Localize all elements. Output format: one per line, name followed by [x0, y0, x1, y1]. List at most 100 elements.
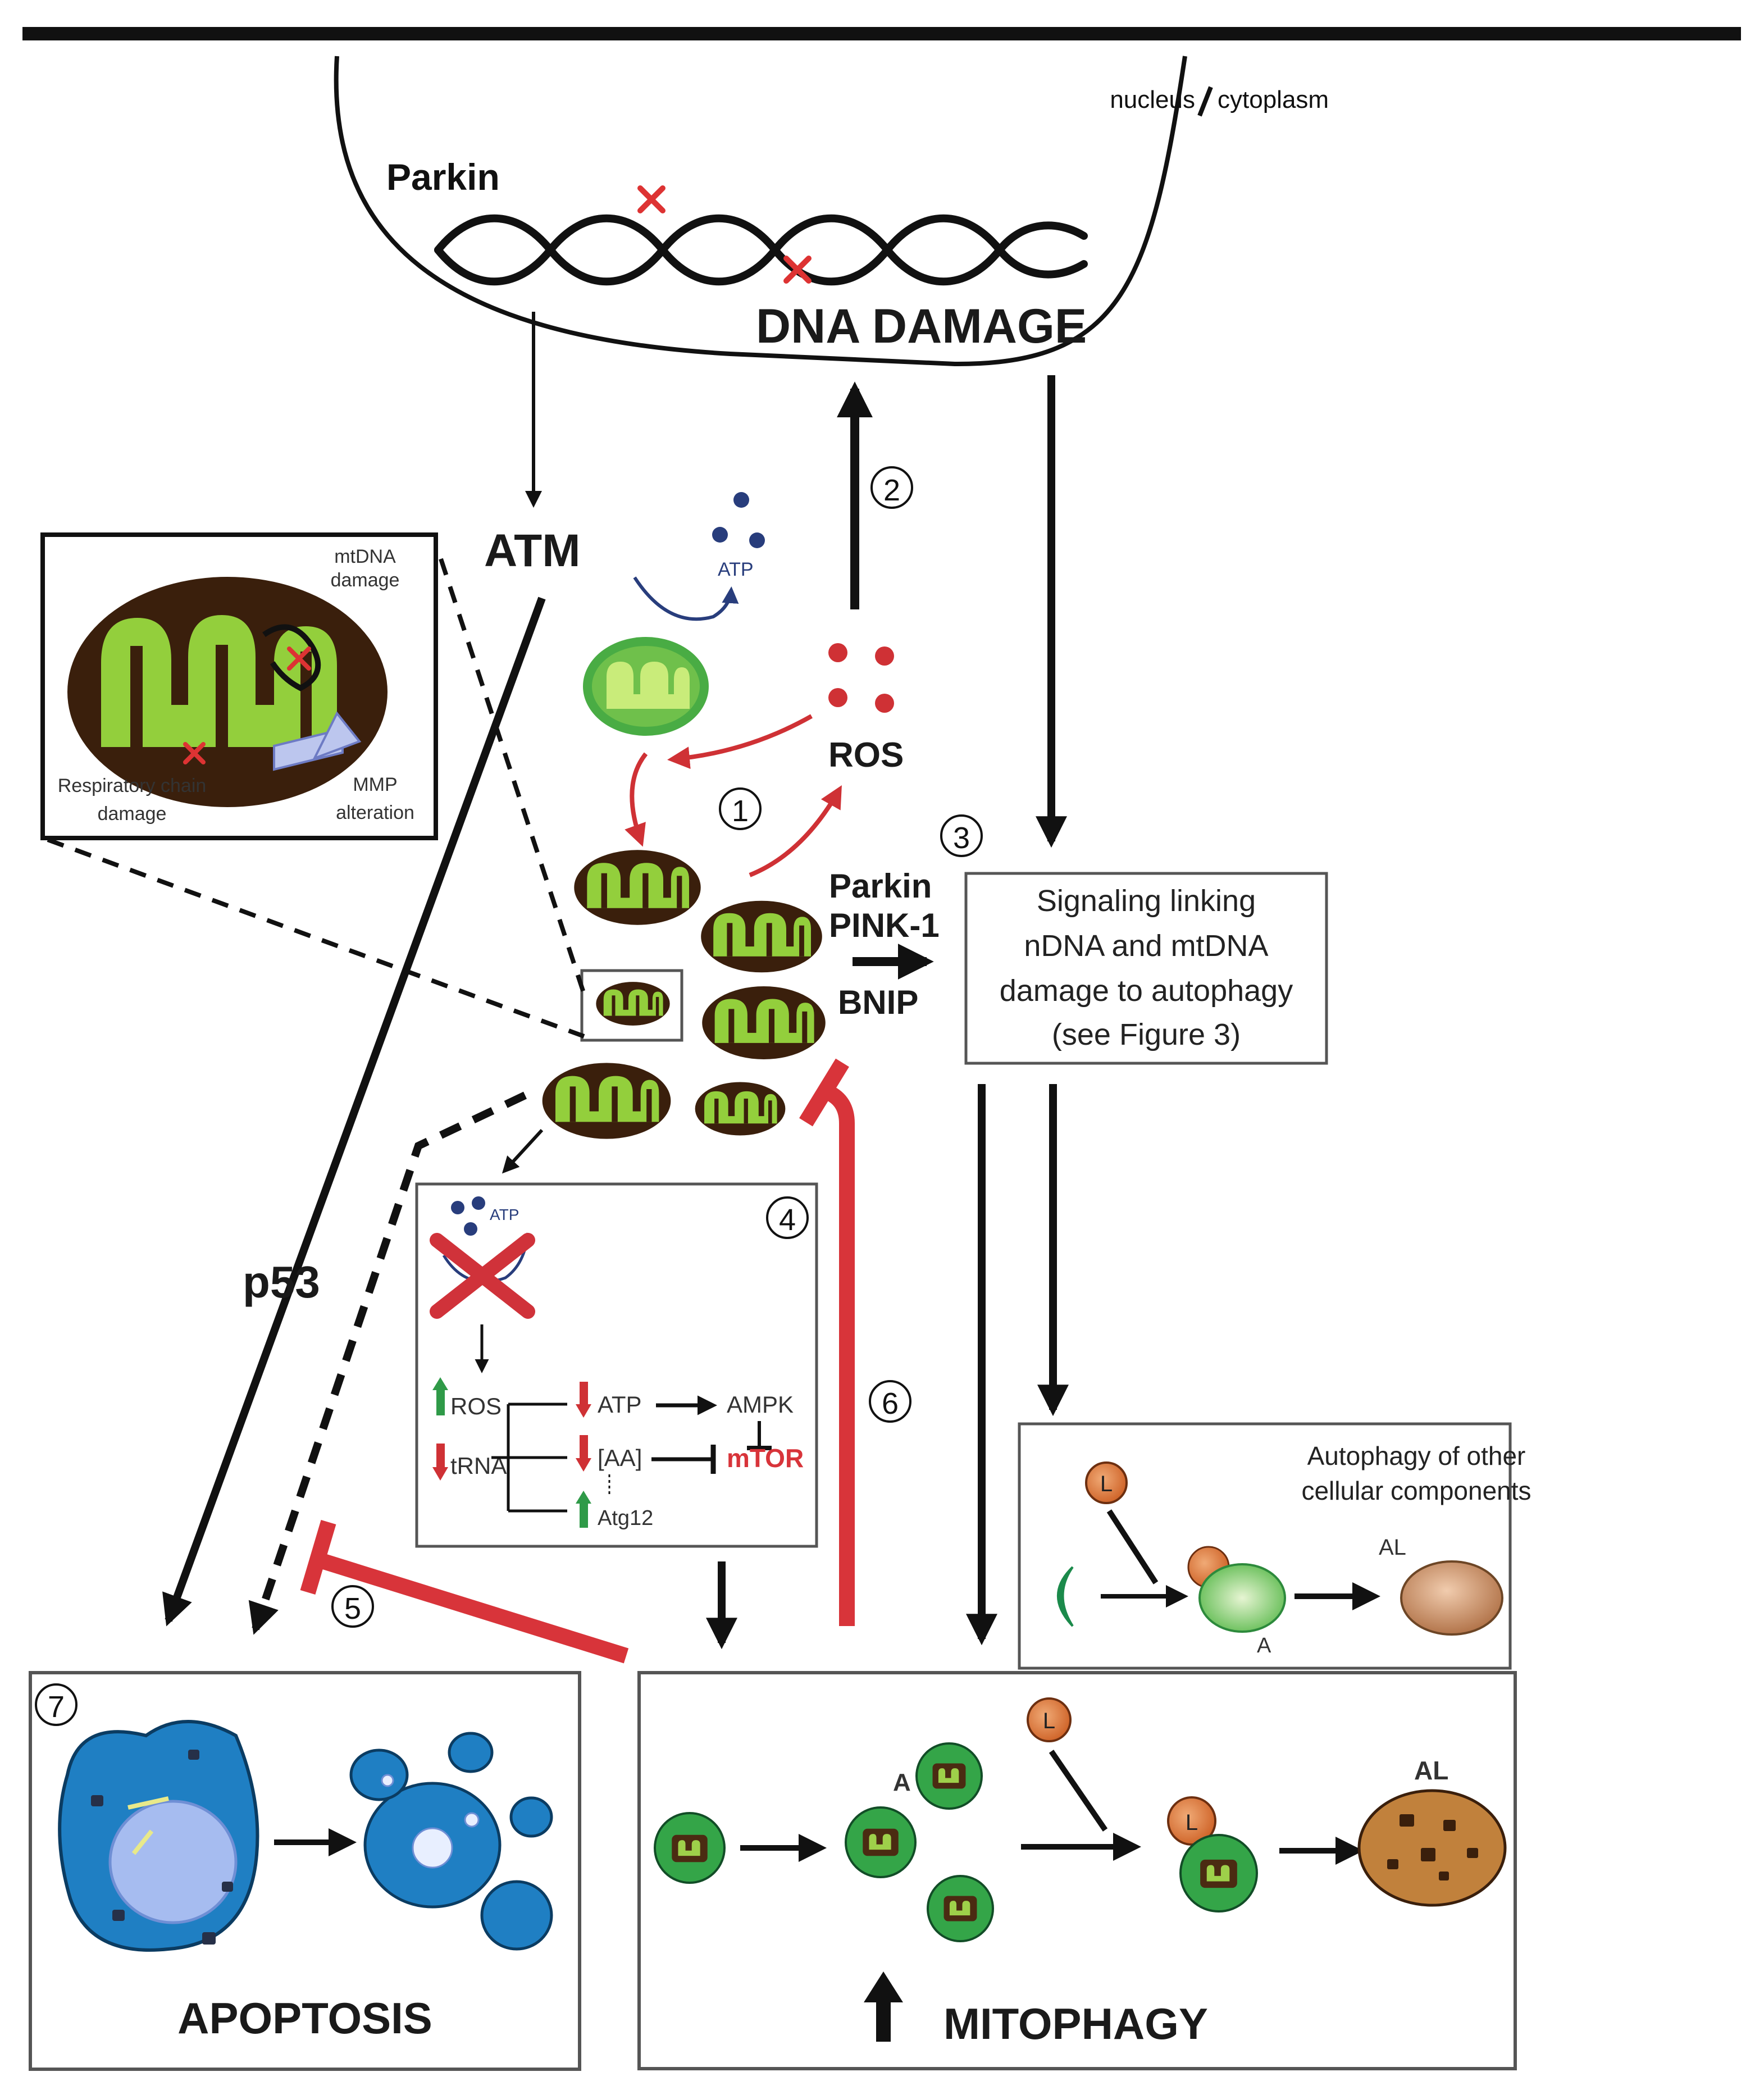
mitophagy-lysosome-fusion-line	[1049, 1750, 1108, 1832]
mitophagy-lysosome-2-icon	[1167, 1796, 1216, 1846]
autophagosome-1-icon	[915, 1742, 983, 1810]
fusing-autophagosome-icon	[1179, 1834, 1258, 1913]
box4-atg12-label: Atg12	[598, 1506, 653, 1530]
box4-atp2-label: ATP	[598, 1391, 642, 1418]
mitophagy-lysosome-1-icon	[1027, 1697, 1072, 1742]
mitophagy-lysosome-2-label: L	[1186, 1810, 1198, 1835]
cytoplasm-label: cytoplasm	[1218, 86, 1329, 113]
mmp-label-1: MMP	[353, 774, 397, 795]
tagged-mitochondrion-icon	[654, 1812, 726, 1884]
nuclear-parkin-label: Parkin	[386, 156, 500, 198]
atg12-up-arrow	[580, 1501, 588, 1528]
mitophagy-inhibits-mito-damage-line	[824, 1085, 855, 1626]
ampk-label: AMPK	[727, 1391, 794, 1418]
step-7-label: 7	[48, 1690, 65, 1724]
mitophagy-label: MITOPHAGY	[943, 1999, 1208, 2048]
step-7-circle	[35, 1683, 78, 1726]
atp-molecule-dots	[712, 492, 765, 548]
mmp-label-2: alteration	[336, 802, 414, 823]
dna-break-mark-2	[783, 256, 812, 284]
mitophagy-inhibits-apoptosis-bar	[300, 1520, 336, 1595]
step-1-circle	[719, 787, 762, 830]
mito-to-apoptosis-dashed-arrow	[248, 1091, 527, 1635]
step-5-circle	[331, 1585, 374, 1628]
damaged-mitochondrion-4	[596, 982, 670, 1026]
box4-branch-lines	[491, 1403, 567, 1513]
atp-label: ATP	[718, 559, 754, 580]
dna-double-helix	[434, 214, 1088, 286]
mtdna-damage-label-2: damage	[331, 570, 400, 591]
signaling-line-1: Signaling linking	[1037, 884, 1256, 918]
apoptotic-bodies-vesicles	[381, 1774, 480, 1869]
nucleus-cytoplasm-divider	[1197, 86, 1213, 117]
signaling-box	[964, 872, 1328, 1065]
step-5-label: 5	[344, 1592, 361, 1625]
step-2-circle	[870, 466, 913, 509]
mito-to-box4-arrow	[502, 1128, 544, 1174]
atp-down-arrow-head	[576, 1404, 591, 1418]
damaged-mitochondrion-3	[702, 986, 826, 1059]
atp-down-arrow	[580, 1382, 588, 1407]
cell-membrane-bar	[22, 27, 1741, 40]
autophagosome-label: A	[1257, 1634, 1271, 1658]
ros-damage-arrow-b	[625, 752, 648, 847]
aa-down-arrow	[580, 1435, 588, 1460]
atm-to-apoptosis-arrow	[162, 597, 546, 1627]
step-6-circle	[869, 1380, 911, 1423]
signaling-line-2: nDNA and mtDNA	[1024, 929, 1268, 963]
parkin-label: Parkin	[829, 867, 932, 905]
autophagy-other-title-1: Autophagy of other	[1307, 1441, 1526, 1470]
inset-zoom-line-upper	[439, 558, 586, 995]
box4-bioenergetics	[415, 1182, 818, 1548]
autophagosome-icon	[1198, 1563, 1286, 1633]
box4-atp-label: ATP	[490, 1206, 519, 1223]
step-1-label: 1	[732, 794, 749, 828]
mitophagy-autolysosome-label: AL	[1414, 1756, 1448, 1785]
box4-ros-label: ROS	[450, 1393, 502, 1419]
bnip-label: BNIP	[838, 983, 918, 1021]
blocked-atp-cross	[430, 1233, 535, 1319]
autolysosome-label: AL	[1379, 1535, 1406, 1560]
step-3-label: 3	[953, 821, 970, 855]
dna-break-mark-1	[637, 185, 666, 213]
mitophagy-inhibits-apoptosis-line	[317, 1552, 629, 1664]
zoom-selection-box	[580, 969, 683, 1042]
autophagosome-2-icon	[845, 1806, 917, 1878]
damaged-mitochondrion-5	[542, 1063, 671, 1139]
mito-to-ros-arrow	[749, 785, 842, 877]
nucleus-label: nucleus	[1110, 86, 1195, 113]
mitophagy-inhibits-mito-damage-bar	[799, 1058, 849, 1127]
nuclear-envelope	[334, 56, 1187, 367]
ros-up-arrow	[436, 1386, 445, 1415]
ros-damage-arrow-a	[667, 714, 813, 769]
dna-damage-label: DNA DAMAGE	[756, 299, 1087, 353]
damaged-mitochondrion-1	[574, 850, 701, 925]
lysosome-icon	[1085, 1461, 1128, 1504]
mitophagy-autophagosome-label: A	[893, 1769, 911, 1796]
autolysosome-icon	[1400, 1560, 1503, 1636]
atp-cycle-arrow	[633, 576, 739, 621]
respiratory-chain-label-1: Respiratory chain	[58, 775, 207, 796]
step-6-label: 6	[882, 1387, 899, 1420]
mtdna-damage-label-1: mtDNA	[334, 546, 396, 567]
trna-down-arrow	[436, 1444, 445, 1470]
lysosome-fusion-line	[1106, 1509, 1159, 1584]
step-2-label: 2	[883, 473, 900, 507]
step-4-label: 4	[779, 1203, 796, 1237]
mitophagy-lysosome-1-label: L	[1043, 1709, 1055, 1733]
p53-label: p53	[243, 1257, 320, 1307]
apoptosis-label: APOPTOSIS	[177, 1993, 432, 2043]
box4-atp-dots	[451, 1196, 485, 1236]
mtor-label: mTOR	[727, 1444, 804, 1473]
aa-down-arrow-head	[576, 1458, 591, 1472]
step-3-circle	[940, 814, 983, 857]
atm-label: ATM	[484, 525, 581, 576]
signaling-line-3: damage to autophagy	[1000, 974, 1293, 1008]
step-4-circle	[766, 1196, 809, 1239]
trna-down-arrow-head	[432, 1467, 448, 1481]
signaling-line-4: (see Figure 3)	[1052, 1018, 1241, 1051]
damaged-mitochondrion-2	[701, 900, 822, 973]
ros-molecule-dots	[828, 643, 894, 713]
mitophagy-increase-arrow-icon	[864, 1971, 903, 2042]
